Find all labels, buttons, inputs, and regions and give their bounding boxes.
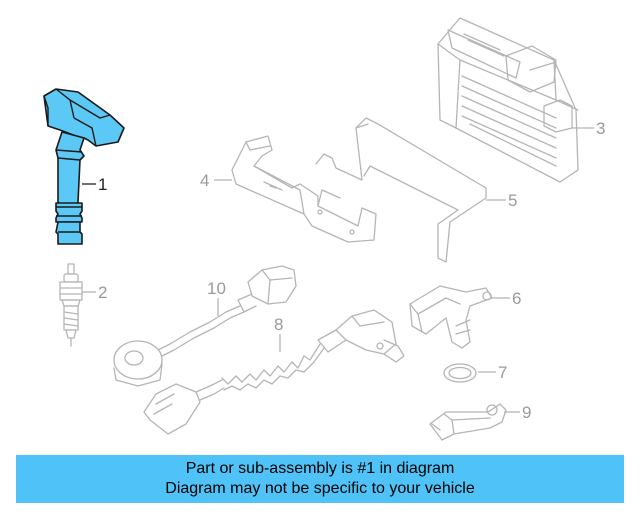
callout-8: 8: [274, 315, 283, 334]
part-3-engine-control-module[interactable]: [437, 17, 579, 183]
part-1-ignition-coil[interactable]: [43, 88, 125, 245]
callout-3: 3: [596, 119, 605, 138]
part-4-5-mounting-bracket[interactable]: [231, 117, 487, 263]
info-banner: Part or sub-assembly is #1 in diagram Di…: [16, 455, 624, 503]
callout-6: 6: [512, 289, 521, 308]
callout-1: 1: [98, 175, 107, 194]
part-6-position-sensor[interactable]: [409, 285, 493, 349]
callout-2: 2: [98, 283, 107, 302]
callout-10: 10: [207, 279, 226, 298]
banner-line-2: Diagram may not be specific to your vehi…: [165, 480, 475, 497]
callout-4: 4: [200, 171, 209, 190]
part-7-o-ring[interactable]: [443, 363, 477, 383]
parts-diagram: 1 2 3: [43, 17, 605, 441]
callout-5: 5: [508, 191, 517, 210]
part-9-sensor[interactable]: [429, 403, 507, 441]
callout-9: 9: [522, 403, 531, 422]
part-2-spark-plug[interactable]: [59, 263, 83, 347]
part-8-sensor-harness[interactable]: [143, 309, 405, 435]
banner-line-1: Part or sub-assembly is #1 in diagram: [185, 460, 455, 477]
callout-7: 7: [498, 363, 507, 382]
part-10-knock-sensor[interactable]: [113, 265, 297, 387]
